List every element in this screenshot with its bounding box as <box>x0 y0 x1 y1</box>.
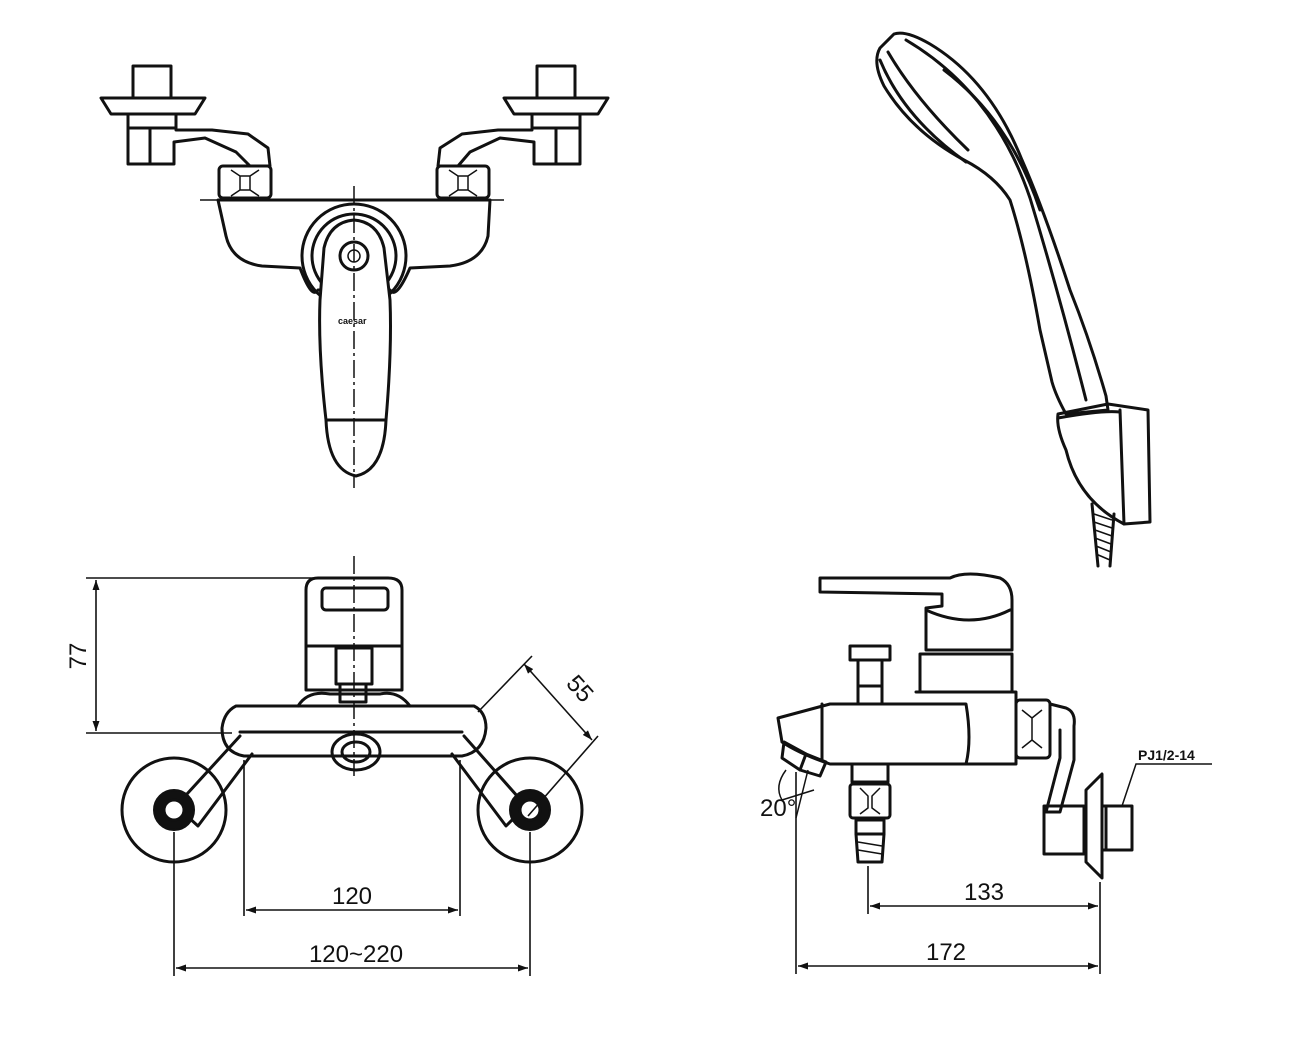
left-inlet-connector <box>99 64 273 200</box>
dimension-77: 77 <box>65 643 92 670</box>
dimension-172: 172 <box>926 939 966 966</box>
top-view: 77 55 120 120~220 <box>65 556 599 976</box>
body-bar <box>220 704 488 758</box>
dimension-55: 55 <box>561 670 599 708</box>
right-inlet-connector <box>435 64 610 200</box>
shower-holder <box>1056 402 1152 526</box>
side-lever <box>818 572 1014 652</box>
dimension-120: 120 <box>332 883 372 910</box>
dimension-133: 133 <box>964 879 1004 906</box>
thread-spec-label: PJ1/2-14 <box>1138 747 1195 763</box>
cartridge-top <box>304 576 404 692</box>
dimension-120-220: 120~220 <box>309 941 403 968</box>
angle-20: 20° <box>760 795 796 822</box>
shower-hose <box>1090 502 1116 568</box>
lever-handle <box>318 218 392 478</box>
shower-head <box>875 31 1110 416</box>
side-wall-flange <box>1084 772 1104 880</box>
hand-shower-view <box>875 31 1152 568</box>
side-view: PJ1/2-14 20° 133 172 <box>760 572 1212 974</box>
front-view: caesar <box>99 64 610 488</box>
brand-mark: caesar <box>338 316 367 326</box>
